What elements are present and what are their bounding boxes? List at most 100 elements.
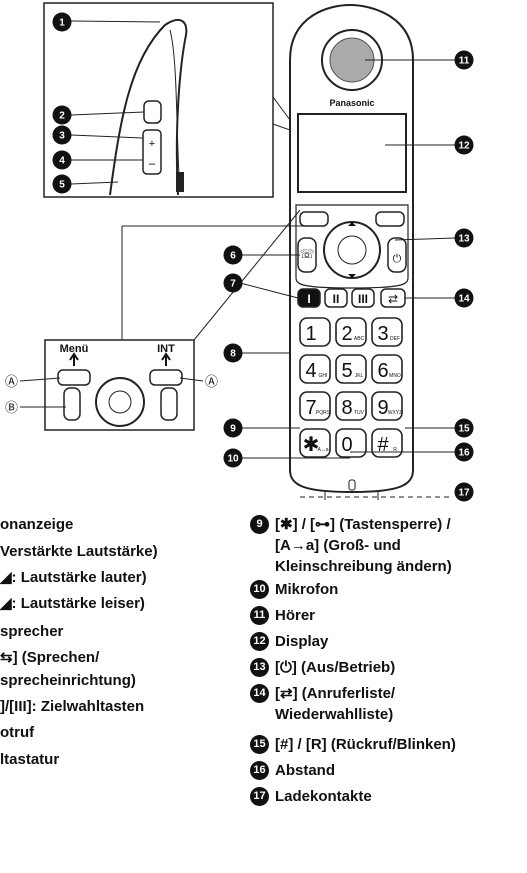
legend-badge-11: 11: [250, 606, 269, 625]
legend-right-text: [⏻] (Aus/Betrieb): [275, 659, 396, 676]
callout-number: 13: [458, 234, 470, 245]
callout-badge-11: [454, 50, 474, 70]
inset-off-key: [160, 387, 178, 421]
keypad-letters: DEF: [390, 336, 400, 342]
legend-left-item: ]/[III]: Zielwahltasten: [0, 698, 145, 715]
callout-number: 15: [458, 424, 470, 435]
redial-icon: ⇄: [388, 292, 398, 306]
legend-left-item: otruf: [0, 724, 35, 741]
keypad-digit: 7: [305, 397, 316, 419]
callout-number: 14: [458, 294, 470, 305]
callout-number: 8: [230, 349, 236, 360]
callout-number: 9: [230, 424, 236, 435]
vol-minus-glyph: –: [149, 156, 156, 170]
phone-icon: ☏: [299, 247, 314, 261]
callout-badge-15: [454, 418, 474, 438]
quick-key-label: III: [358, 292, 368, 306]
callout-badge-4: [52, 150, 72, 170]
quick-key-2: [324, 288, 348, 308]
legend-right-text: Hörer: [275, 607, 316, 624]
keypad-letters: PQRS: [316, 410, 331, 416]
keypad-letters: ABC: [354, 336, 365, 342]
quick-key-label: II: [333, 292, 340, 306]
brand-label: Panasonic: [329, 98, 374, 108]
callout-badge-2: [52, 105, 72, 125]
keypad-key: [371, 317, 403, 347]
inset-menu-label: Menü: [60, 343, 89, 355]
callout-badge-12: [454, 135, 474, 155]
callout-number: 1: [59, 18, 65, 29]
legend-right-text: Display: [275, 633, 329, 650]
callout-badge-13: [454, 228, 474, 248]
quick-key-label: I: [307, 292, 310, 306]
keypad-digit: 8: [341, 397, 352, 419]
callout-number: 17: [458, 488, 470, 499]
keypad-digit: ✱: [303, 434, 320, 456]
nav-center: [337, 235, 367, 265]
callout-badge-3: [52, 125, 72, 145]
keypad-digit: 4: [305, 360, 316, 382]
keypad-digit: 1: [305, 323, 316, 345]
keypad-key: [335, 354, 367, 384]
keypad-key: [299, 391, 331, 421]
callout-number: 11: [459, 56, 470, 67]
inset-menu-key: [57, 369, 91, 386]
legend-left-item: onanzeige: [0, 516, 74, 533]
legend-right-text: Mikrofon: [275, 581, 339, 598]
legend-right-text: [A→a] (Groß- und: [275, 537, 401, 554]
keypad-letters: GHI: [319, 373, 328, 379]
inset-int-label: INT: [157, 343, 175, 355]
legend-left-item: ltastatur: [0, 751, 60, 768]
callout-number: 4: [59, 156, 65, 167]
marker-b: Ⓑ: [5, 400, 18, 415]
legend-badge-16: 16: [250, 761, 269, 780]
legend-left-item: Verstärkte Lautstärke): [0, 543, 158, 560]
off-key: [387, 237, 407, 273]
legend-right-text: Wiederwahlliste): [275, 706, 394, 723]
callout-badge-16: [454, 442, 474, 462]
keypad-key: [299, 317, 331, 347]
callout-badge-6: [223, 245, 243, 265]
callout-badge-9: [223, 418, 243, 438]
callout-number: 12: [458, 141, 470, 152]
legend-badge-14: 14: [250, 684, 269, 703]
callout-badge-5: [52, 174, 72, 194]
side-volume-rocker: [142, 129, 162, 175]
keypad-digit: 2: [341, 323, 352, 345]
callout-number: 5: [59, 180, 65, 191]
inset-talk-key: [63, 387, 81, 421]
legend-left-item: ⇆] (Sprechen/: [0, 649, 100, 666]
legend-badge-15: 15: [250, 735, 269, 754]
legend-right-text: [⇄] (Anruferliste/: [275, 685, 396, 702]
callout-badge-14: [454, 288, 474, 308]
keypad-digit: 0: [341, 434, 352, 456]
keypad-digit: 5: [341, 360, 352, 382]
legend-badge-10: 10: [250, 580, 269, 599]
soft-key-right: [375, 211, 405, 227]
callout-badge-1: [52, 12, 72, 32]
marker-a-left: Ⓐ: [5, 374, 18, 389]
keypad-digit: 9: [377, 397, 388, 419]
keypad-key: [299, 354, 331, 384]
keypad-key: [371, 428, 403, 458]
callout-number: 6: [230, 251, 236, 262]
callout-badge-10: [223, 448, 243, 468]
legend-right-text: Abstand: [275, 762, 335, 779]
legend-badge-17: 17: [250, 787, 269, 806]
keypad-letters: R: [393, 447, 397, 453]
keypad-key: [371, 354, 403, 384]
zoom-leader: [193, 209, 301, 341]
legend-right-text: [#] / [R] (Rückruf/Blinken): [275, 736, 456, 753]
keypad-letters: A↔a: [317, 447, 328, 453]
keypad-digit: #: [377, 434, 389, 456]
soft-key-left: [299, 211, 329, 227]
legend-right-text: Ladekontakte: [275, 788, 372, 805]
legend-left-item: sprecher: [0, 623, 64, 640]
callout-badge-17: [454, 482, 474, 502]
keypad-digit: 3: [377, 323, 388, 345]
legend-left-item: ◢: Lautstärke leiser): [0, 595, 145, 612]
side-leader-lines: [70, 20, 291, 185]
callout-number: 10: [227, 454, 239, 465]
